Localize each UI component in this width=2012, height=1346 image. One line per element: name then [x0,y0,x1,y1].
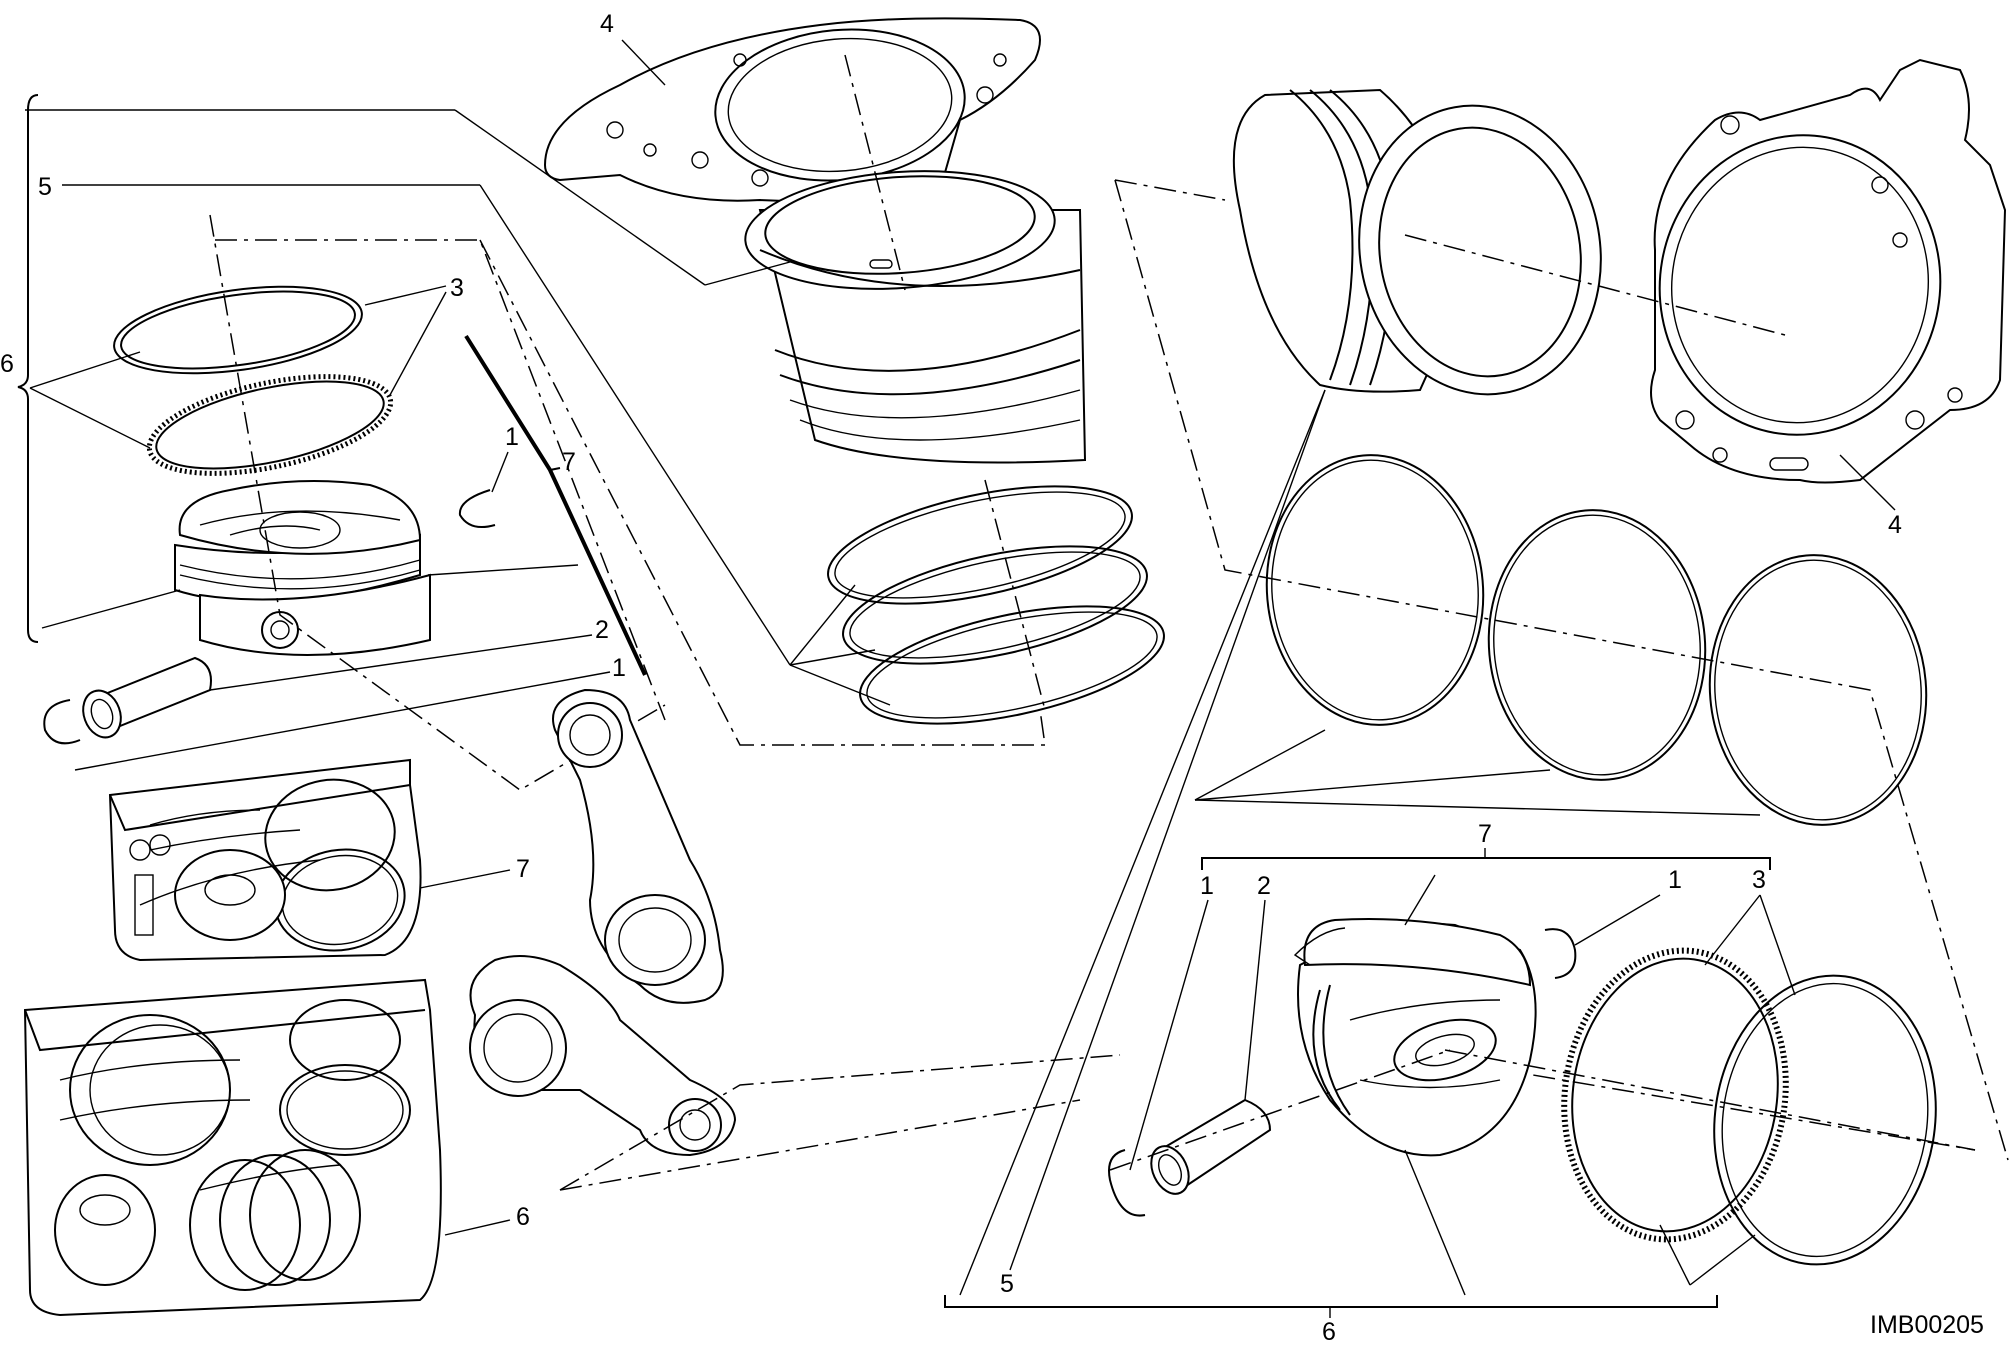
circlip-left-top [458,489,496,528]
callout-3-left: 3 [450,274,464,302]
piston-pin-left [82,656,212,739]
bracket-kit-right [1201,857,1771,870]
connecting-rods [469,688,737,1157]
callout-7-right: 7 [1478,820,1492,848]
circlip-left-bottom [43,699,81,745]
cylinder-left [744,170,1087,464]
callout-6-left: 6 [0,350,14,378]
piston-set-package-left [23,978,442,1317]
piston-rings-left [113,285,394,476]
piston-rings-right [1561,947,1937,1266]
callout-1-right-left: 1 [1200,872,1214,900]
bracket-set-left [17,94,39,643]
callout-1-left-top: 1 [505,423,519,451]
cylinder-right [1232,88,1602,396]
callout-6-right: 6 [1322,1318,1336,1346]
callout-7-left: 7 [562,448,576,476]
callout-4-left: 4 [600,10,614,38]
image-code: IMB00205 [1870,1311,1984,1339]
piston-left [174,480,431,656]
piston-kit-package-left [108,758,422,962]
piston-right [1293,918,1537,1157]
callout-6-pack-left: 6 [516,1203,530,1231]
callout-1-left-bottom: 1 [612,654,626,682]
callout-5-right: 5 [1000,1270,1014,1298]
callout-2-right: 2 [1257,872,1271,900]
cylinder-o-rings-left [827,485,1165,725]
bracket-set-right [944,1295,1718,1308]
callout-4-right: 4 [1888,511,1902,539]
piston-pin-right [1150,1098,1272,1195]
cylinder-o-rings-right [1265,454,1928,826]
callout-1-right-right: 1 [1668,866,1682,894]
head-gasket-right [1650,58,2007,484]
head-gasket-left [543,17,1041,203]
circlip-right-left [1108,1149,1146,1217]
callout-2-left: 2 [595,616,609,644]
callout-3-right: 3 [1752,866,1766,894]
callout-5-left: 5 [38,173,52,201]
circlip-right-right [1544,928,1577,979]
callout-7-pack-left: 7 [516,855,530,883]
